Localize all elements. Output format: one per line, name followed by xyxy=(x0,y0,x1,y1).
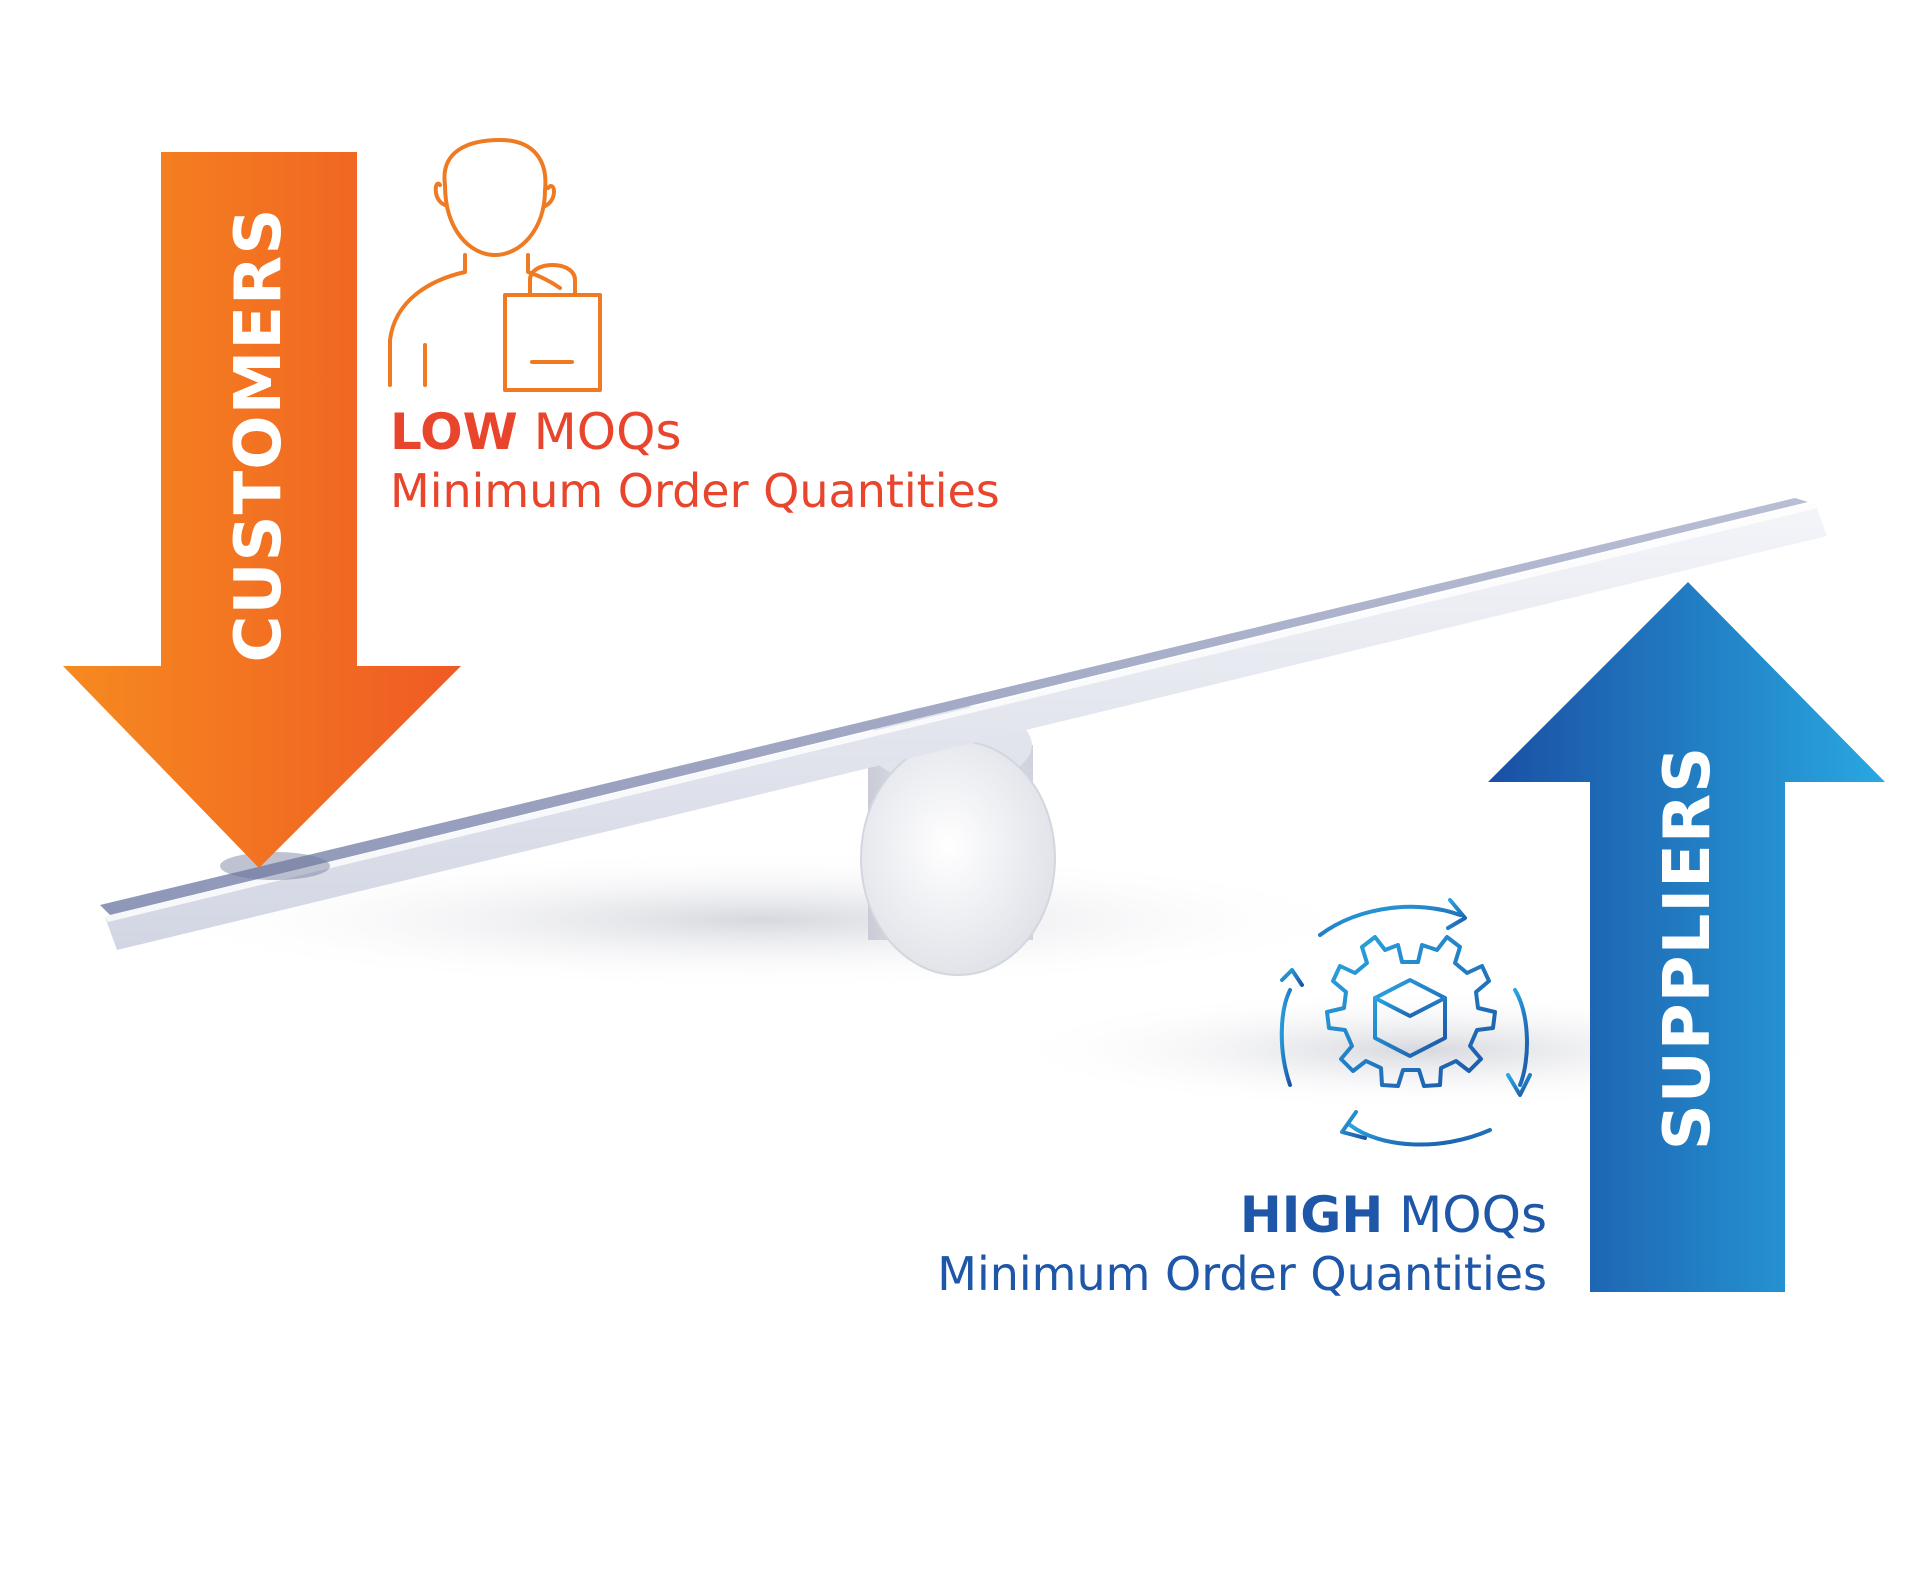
low-moq-subtitle: Minimum Order Quantities xyxy=(390,464,1000,518)
suppliers-arrow-label: SUPPLIERS xyxy=(1651,746,1725,1151)
fulcrum-cylinder xyxy=(860,705,1056,976)
ground-shadow xyxy=(140,850,1380,990)
suppliers-arrow: SUPPLIERS xyxy=(1488,582,1885,1292)
gear-box-cycle-icon xyxy=(1279,898,1532,1147)
customers-arrow-label: CUSTOMERS xyxy=(222,208,296,663)
customers-arrow: CUSTOMERS xyxy=(63,152,461,868)
high-moq-subtitle: Minimum Order Quantities xyxy=(937,1247,1547,1301)
low-moq-label: LOW MOQs Minimum Order Quantities xyxy=(390,402,1000,520)
high-moq-label: HIGH MOQs Minimum Order Quantities xyxy=(827,1185,1547,1303)
seesaw-plank xyxy=(100,498,1827,950)
high-moq-text: MOQs xyxy=(1399,1186,1547,1244)
high-emphasis: HIGH xyxy=(1239,1186,1384,1244)
low-moq-text: MOQs xyxy=(533,403,682,461)
low-emphasis: LOW xyxy=(390,403,518,461)
shopper-with-bag-icon xyxy=(388,138,602,392)
